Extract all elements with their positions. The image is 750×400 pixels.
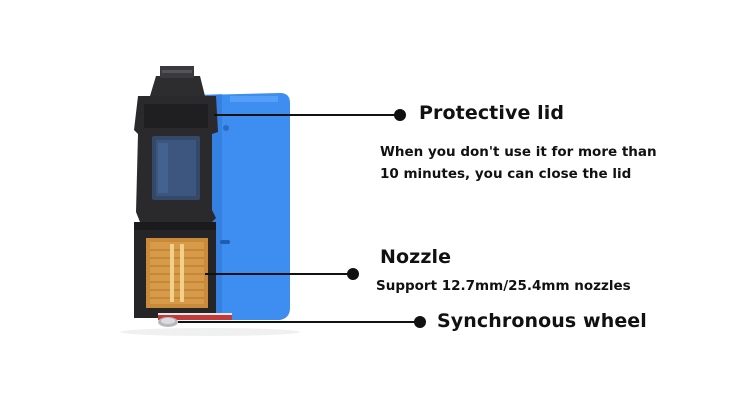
nozzle-description-line-1: Support 12.7mm/25.4mm nozzles	[376, 278, 631, 294]
cartridge-body	[200, 93, 290, 320]
protective-lid-description-line-2: 10 minutes, you can close the lid	[380, 166, 632, 182]
wheel-bracket	[158, 314, 232, 320]
nozzle-marker-dot	[347, 268, 359, 280]
protective-lid-description-line-1: When you don't use it for more than	[380, 144, 657, 160]
nozzle-leader-line	[205, 273, 352, 275]
synchronous-wheel-leader-line	[178, 321, 418, 323]
synchronous-wheel-title: Synchronous wheel	[437, 310, 647, 332]
protective-lid-marker-dot	[394, 109, 406, 121]
synchronous-wheel-marker-dot	[414, 316, 426, 328]
protective-lid-title: Protective lid	[419, 102, 565, 124]
protective-lid-leader-line	[214, 114, 400, 116]
nozzle-title: Nozzle	[380, 246, 452, 268]
top-clip	[150, 76, 205, 96]
